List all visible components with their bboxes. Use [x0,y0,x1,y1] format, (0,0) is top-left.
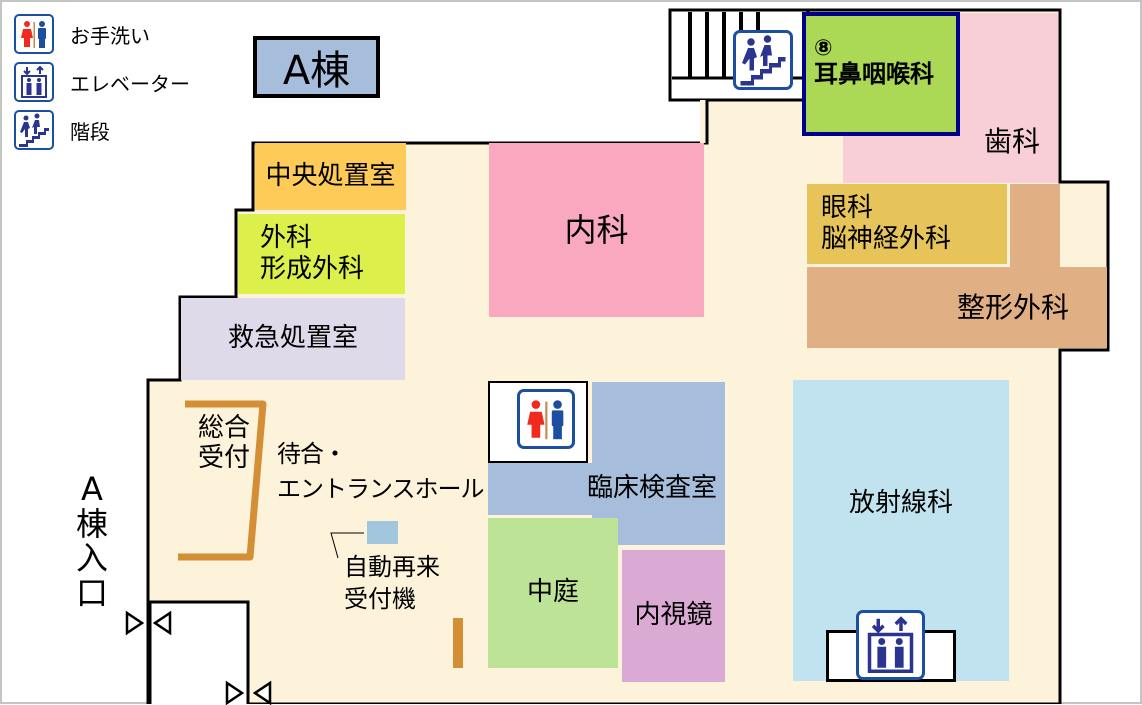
building-label: A棟 [253,36,380,98]
room-ent[interactable]: ⑧ 耳鼻咽喉科 [802,12,960,136]
restroom-room[interactable] [488,381,588,463]
room-endoscopy[interactable]: 内視鏡 [622,550,725,682]
entrance-doors[interactable] [120,605,280,705]
kiosk-leader-line [330,532,364,559]
room-central-treatment-label: 中央処置室 [265,160,396,191]
room-surgery[interactable]: 外科 形成外科 [238,214,405,294]
legend-restroom: お手洗い [14,14,150,54]
room-ophthalmology-neurosurgery[interactable]: 眼科 脳神経外科 [807,184,1007,264]
legend-stairs-label: 階段 [70,119,110,144]
building-label-text: A棟 [282,48,351,94]
room-internal-medicine[interactable]: 内科 [489,143,704,317]
room-ent-label: 耳鼻咽喉科 [814,60,934,88]
counter-bar [453,618,463,668]
room-endoscopy-label: 内視鏡 [634,600,713,631]
room-radiology-label: 放射線科 [848,488,953,518]
room-orthopedics-upper [1010,184,1060,268]
room-internal-medicine-label: 内科 [564,210,629,249]
room-emergency[interactable]: 救急処置室 [181,298,405,380]
stairs-icon [14,110,54,150]
elevator-icon[interactable] [856,610,925,680]
waiting-hall-label: 待合・ エントランスホール [277,440,485,503]
restroom-icon [14,14,54,54]
room-courtyard-label: 中庭 [526,577,579,608]
kiosk-marker[interactable] [367,521,398,544]
room-orthopedics-label: 整形外科 [956,290,1069,324]
reception-counter [178,400,267,561]
reception-label: 総合 受付 [198,413,251,474]
room-orthopedics[interactable]: 整形外科 [807,267,1107,348]
elevator-icon [14,62,54,102]
stairs-icon [733,30,793,90]
room-dental-label: 歯科 [983,125,1040,158]
legend-elevator: エレベーター [14,62,190,102]
legend-restroom-label: お手洗い [70,23,150,48]
legend-elevator-label: エレベーター [70,71,190,96]
room-clinical-lab-label: 臨床検査室 [586,473,717,504]
kiosk-label: 自動再来 受付機 [344,553,440,613]
restroom-icon [517,389,575,449]
room-emergency-label: 救急処置室 [227,323,358,354]
legend-stairs: 階段 [14,110,110,150]
room-surgery-label: 外科 形成外科 [260,222,365,284]
room-courtyard: 中庭 [488,518,618,668]
entrance-label: A 棟 入 口 [75,470,108,612]
room-ophthalmology-label: 眼科 脳神経外科 [821,192,952,254]
room-clinical-lab[interactable]: 臨床検査室 [488,463,725,515]
room-ent-number: ⑧ [814,36,833,61]
room-central-treatment[interactable]: 中央処置室 [255,143,406,210]
